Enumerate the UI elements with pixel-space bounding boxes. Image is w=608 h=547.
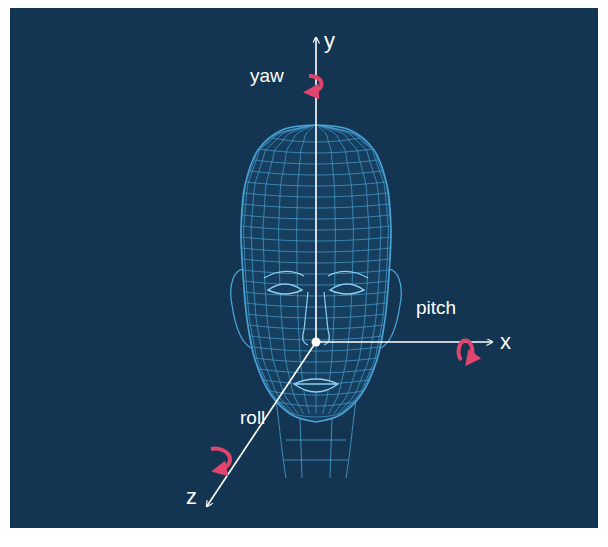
mesh-meridian: [319, 126, 353, 414]
z-axis: [207, 342, 316, 506]
axis-label: z: [186, 486, 197, 508]
origin-dot: [312, 338, 321, 347]
rotation-arrows: [211, 76, 473, 470]
mesh-meridian: [323, 126, 391, 414]
mesh-meridian: [278, 126, 312, 414]
axis-label: y: [324, 30, 335, 52]
roll-arrow: [211, 449, 230, 470]
mesh-meridian: [263, 126, 311, 414]
mesh-meridian: [297, 126, 315, 414]
mesh-meridian: [323, 126, 389, 414]
background-panel: [10, 8, 598, 528]
rotation-label: pitch: [416, 298, 456, 317]
mesh-meridian: [318, 126, 336, 414]
yaw-arrow: [309, 76, 321, 92]
rotation-label: roll: [240, 408, 265, 427]
mouth-outline: [294, 379, 338, 392]
axis-label: x: [500, 331, 511, 353]
pitch-arrow: [459, 341, 473, 360]
rotation-label: yaw: [250, 66, 284, 85]
mesh-meridian: [321, 126, 369, 414]
axes: [207, 38, 492, 506]
y-axis: [315, 38, 317, 342]
